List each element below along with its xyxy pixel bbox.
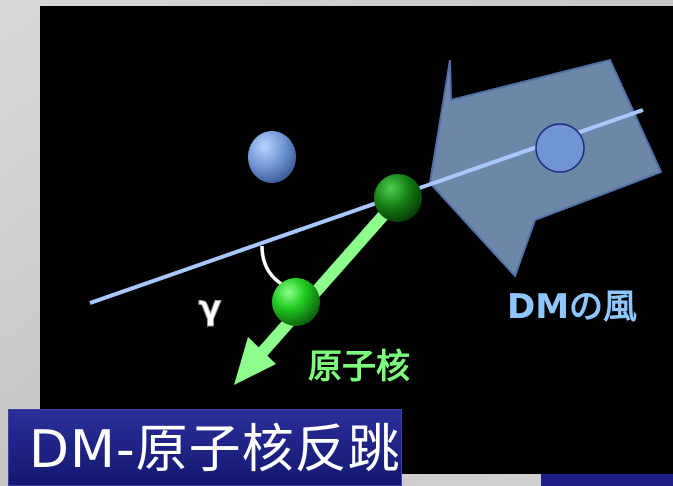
recoil-arrow-head <box>234 337 276 385</box>
recoil-arrow-shaft <box>255 196 402 359</box>
nucleus-at-collision <box>374 174 422 222</box>
corner-decoration <box>541 474 673 486</box>
dm-particle-incoming <box>535 123 585 173</box>
angle-label: γ <box>198 288 221 328</box>
nucleus-label: 原子核 <box>308 347 410 387</box>
slide-title: DM-原子核反跳 <box>29 420 401 480</box>
nucleus-recoiled <box>272 278 320 326</box>
dm-particle-scattered <box>248 131 296 183</box>
title-box: DM-原子核反跳 <box>8 409 402 486</box>
angle-arc <box>260 245 284 287</box>
wind-label: DMの風 <box>507 287 637 327</box>
